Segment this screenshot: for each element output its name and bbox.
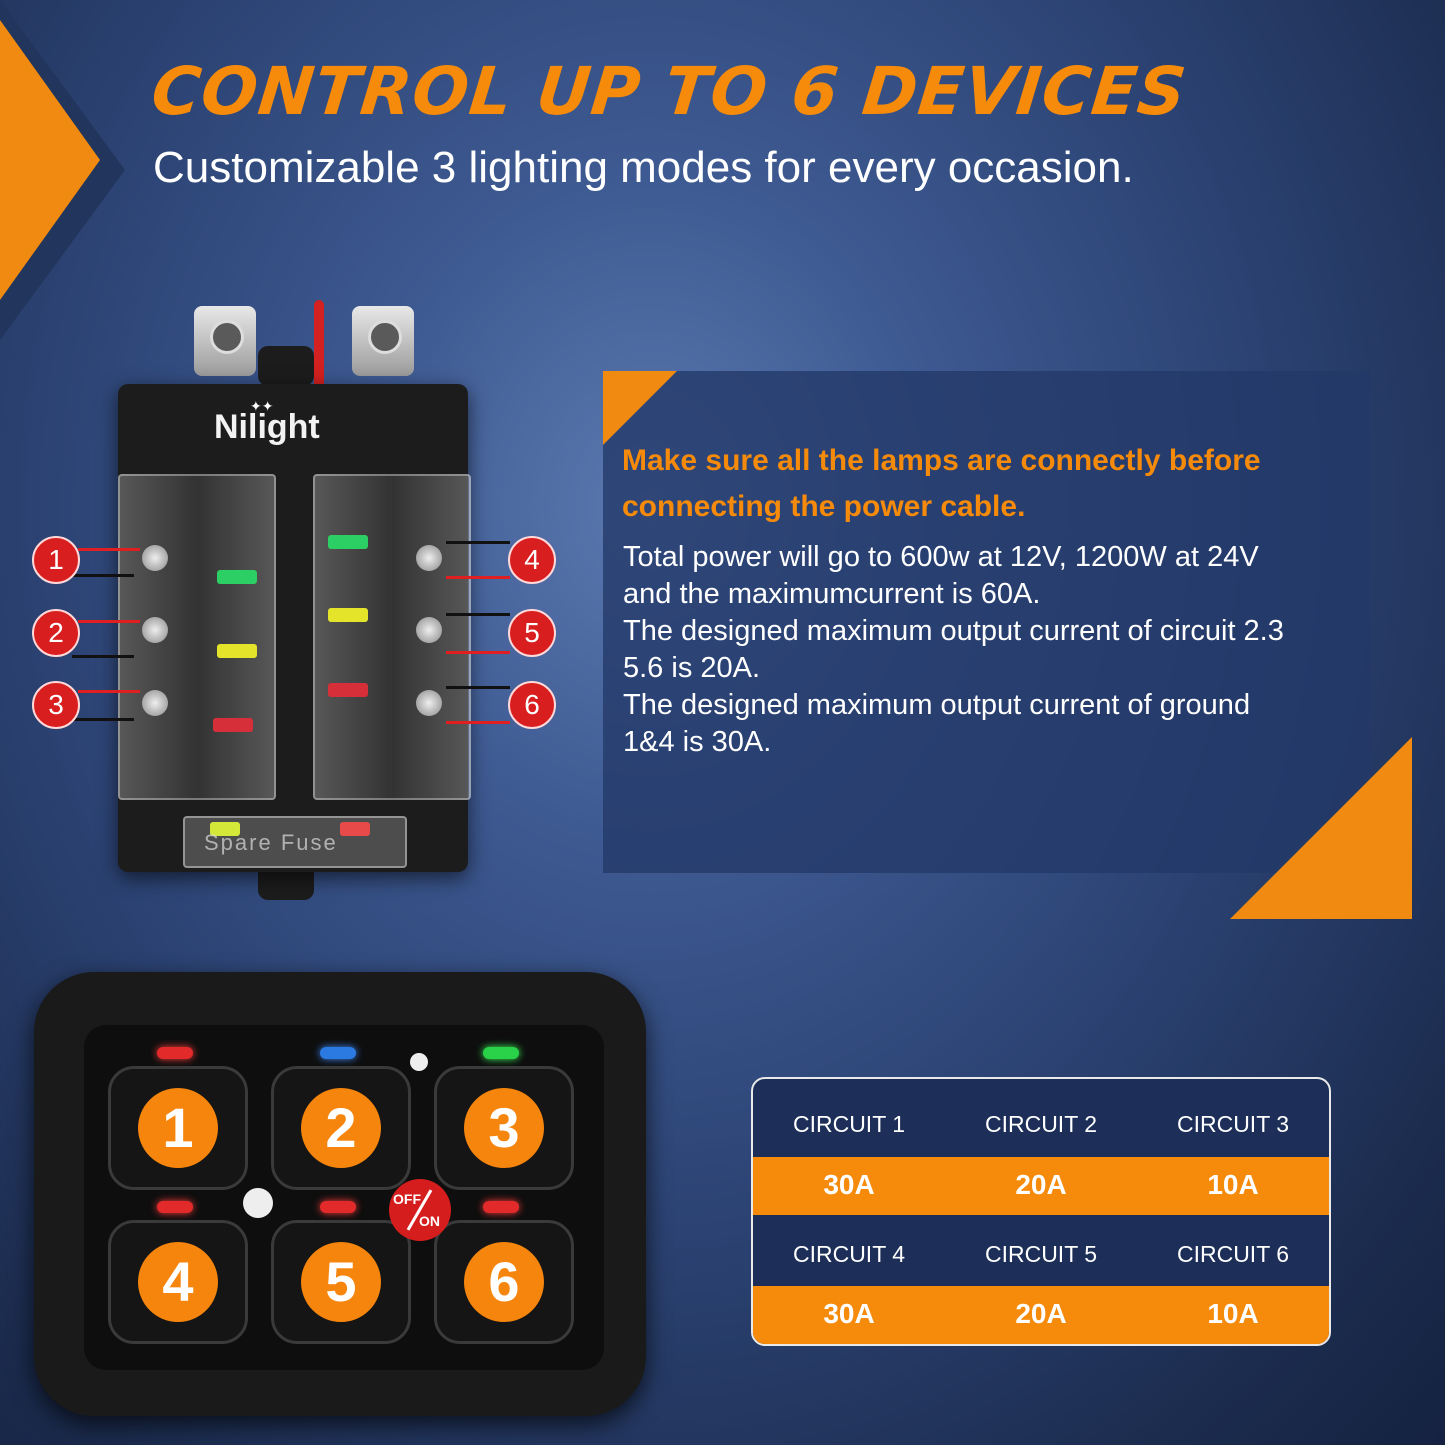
corner-decoration — [0, 20, 100, 300]
lead-line — [72, 718, 134, 721]
power-toggle-button[interactable]: OFF ON — [389, 1179, 451, 1241]
info-line: 5.6 is 20A. — [623, 652, 761, 684]
button-label-2: 2 — [301, 1088, 381, 1168]
lead-line — [78, 548, 140, 551]
panel-corner-bottom — [1230, 737, 1412, 919]
spare-fuse-red — [340, 822, 370, 836]
terminal-right — [352, 306, 414, 376]
switch-button-6[interactable]: 6 — [434, 1220, 574, 1344]
circuit-label: CIRCUIT 2 — [984, 1111, 1098, 1137]
screw-icon — [416, 617, 442, 643]
button-label-3: 3 — [464, 1088, 544, 1168]
fuse-cover-right — [313, 474, 471, 800]
callout-5: 5 — [508, 609, 556, 657]
lead-line — [446, 613, 510, 616]
fuse-yellow — [217, 644, 257, 658]
switch-button-3[interactable]: 3 — [434, 1066, 574, 1190]
circuit-value: 10A — [1207, 1169, 1259, 1200]
fuse-yellow — [328, 608, 368, 622]
ambient-sensor — [243, 1188, 273, 1218]
button-label-6: 6 — [464, 1242, 544, 1322]
callout-2: 2 — [32, 609, 80, 657]
lead-line — [446, 576, 510, 579]
callout-3: 3 — [32, 681, 80, 729]
fuse-green — [217, 570, 257, 584]
screw-icon — [142, 617, 168, 643]
circuit-label: CIRCUIT 5 — [984, 1241, 1098, 1267]
mount-tab-top — [258, 346, 314, 386]
led-red — [483, 1201, 519, 1213]
table-row: 30A 20A 10A — [753, 1286, 1329, 1344]
switch-button-2[interactable]: 2 — [271, 1066, 411, 1190]
lead-line — [78, 690, 140, 693]
spare-fuse-label: Spare Fuse — [204, 830, 338, 855]
info-line: The designed maximum output current of g… — [623, 689, 1251, 721]
screw-icon — [142, 690, 168, 716]
brand-logo: Nilight — [214, 408, 320, 446]
switch-button-5[interactable]: 5 — [271, 1220, 411, 1344]
lead-line — [446, 541, 510, 544]
lead-line — [72, 655, 134, 658]
table-row: CIRCUIT 4 CIRCUIT 5 CIRCUIT 6 — [753, 1227, 1329, 1285]
circuit-value: 10A — [1207, 1298, 1259, 1329]
callout-6: 6 — [508, 681, 556, 729]
lead-line — [446, 686, 510, 689]
power-on-label: ON — [419, 1213, 440, 1229]
circuit-value: 20A — [1015, 1169, 1067, 1200]
lead-line — [72, 574, 134, 577]
callout-4: 4 — [508, 536, 556, 584]
info-line: Total power will go to 600w at 12V, 1200… — [623, 541, 1259, 573]
circuit-label: CIRCUIT 4 — [792, 1241, 906, 1267]
warning-text: Make sure all the lamps are connectly be… — [622, 438, 1357, 530]
fuse-red — [213, 718, 253, 732]
warning-line-2: connecting the power cable. — [622, 490, 1026, 523]
button-label-5: 5 — [301, 1242, 381, 1322]
sparkle-icon: ✦✦ — [250, 398, 274, 414]
led-red — [157, 1201, 193, 1213]
panel-corner-top — [603, 371, 677, 445]
fuse-green — [328, 535, 368, 549]
info-line: The designed maximum output current of c… — [623, 615, 1284, 647]
led-blue — [320, 1047, 356, 1059]
led-red — [320, 1201, 356, 1213]
button-label-4: 4 — [138, 1242, 218, 1322]
page-subtitle: Customizable 3 lighting modes for every … — [153, 143, 1134, 192]
switch-button-1[interactable]: 1 — [108, 1066, 248, 1190]
info-line: 1&4 is 30A. — [623, 726, 772, 758]
screw-icon — [416, 545, 442, 571]
screw-icon — [416, 690, 442, 716]
spare-fuse-yellow — [210, 822, 240, 836]
circuit-label: CIRCUIT 6 — [1176, 1241, 1290, 1267]
lead-line — [446, 651, 510, 654]
power-wire — [314, 300, 324, 390]
circuit-value: 20A — [1015, 1298, 1067, 1329]
fuse-red — [328, 683, 368, 697]
circuit-table: CIRCUIT 1 CIRCUIT 2 CIRCUIT 3 30A 20A 10… — [751, 1077, 1331, 1346]
page-title: CONTROL UP TO 6 DEVICES — [148, 53, 1191, 130]
circuit-label: CIRCUIT 3 — [1176, 1111, 1290, 1137]
table-row: CIRCUIT 1 CIRCUIT 2 CIRCUIT 3 — [753, 1097, 1329, 1155]
fuse-cover-left — [118, 474, 276, 800]
table-row: 30A 20A 10A — [753, 1157, 1329, 1215]
callout-1: 1 — [32, 536, 80, 584]
warning-line-1: Make sure all the lamps are connectly be… — [622, 444, 1261, 477]
fuse-box — [118, 384, 468, 872]
screw-icon — [142, 545, 168, 571]
power-off-label: OFF — [393, 1191, 421, 1207]
lead-line — [446, 721, 510, 724]
button-label-1: 1 — [138, 1088, 218, 1168]
terminal-left — [194, 306, 256, 376]
circuit-value: 30A — [823, 1169, 875, 1200]
led-green — [483, 1047, 519, 1059]
led-red — [157, 1047, 193, 1059]
ambient-sensor — [410, 1053, 428, 1071]
lead-line — [78, 620, 140, 623]
circuit-value: 30A — [823, 1298, 875, 1329]
switch-button-4[interactable]: 4 — [108, 1220, 248, 1344]
circuit-label: CIRCUIT 1 — [792, 1111, 906, 1137]
info-line: and the maximumcurrent is 60A. — [623, 578, 1041, 610]
